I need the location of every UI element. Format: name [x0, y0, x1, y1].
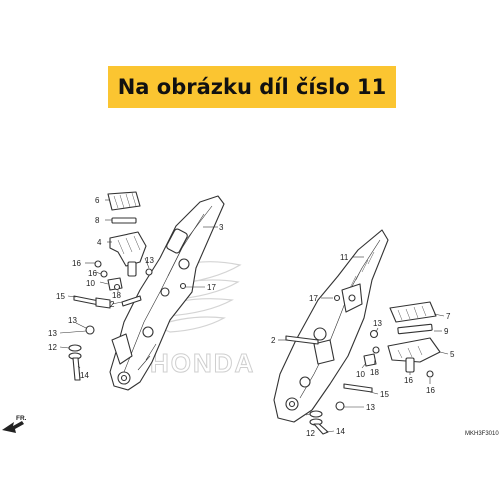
callout-label: 14 [336, 427, 345, 436]
callout-label: 16 [72, 259, 81, 268]
callout-label: 12 [306, 429, 315, 438]
callout-label: 13 [68, 316, 77, 325]
left-heel-guard-plate [107, 191, 141, 211]
callout-label: 8 [95, 216, 100, 225]
callout-label: 17 [207, 283, 216, 292]
callout-label: 18 [112, 291, 121, 300]
callout-label: 14 [80, 371, 89, 380]
callout-label: 17 [309, 294, 318, 303]
callout-label: 10 [356, 370, 365, 379]
callout-label: 5 [450, 350, 455, 359]
callout-label: 15 [380, 390, 389, 399]
callout-label: 10 [86, 279, 95, 288]
callout-label: 16 [404, 376, 413, 385]
callout-label: 15 [56, 292, 65, 301]
callout-label: 2 [110, 300, 115, 309]
callout-label: 13 [373, 319, 382, 328]
right-heel-guard-plate [389, 301, 437, 323]
callout-label: 12 [48, 343, 57, 352]
diagram-code: MKH3F3010 [465, 431, 499, 437]
right-step-bracket [273, 229, 389, 423]
callout-label: 7 [446, 312, 451, 321]
callout-label: 13 [366, 403, 375, 412]
front-direction-arrow-icon [2, 421, 24, 433]
callout-label: 16 [426, 386, 435, 395]
callout-label: 6 [95, 196, 100, 205]
callout-label: 4 [97, 238, 102, 247]
callout-label: 9 [444, 327, 449, 336]
callout-label: 11 [340, 253, 349, 262]
callout-label: 13 [145, 256, 154, 265]
part-number-banner: Na obrázku díl číslo 11 [108, 66, 396, 108]
direction-label: FR. [16, 415, 27, 422]
callout-label: 18 [370, 368, 379, 377]
left-footpeg-bracket-assembly [59, 191, 225, 391]
left-footpeg [109, 231, 147, 267]
callout-label: 2 [271, 336, 276, 345]
callout-label: 16 [88, 269, 97, 278]
callout-label: 13 [48, 329, 57, 338]
honda-watermark: HONDA [150, 348, 255, 378]
right-footpeg-bracket-assembly [273, 229, 449, 435]
callout-label: 3 [219, 223, 224, 232]
